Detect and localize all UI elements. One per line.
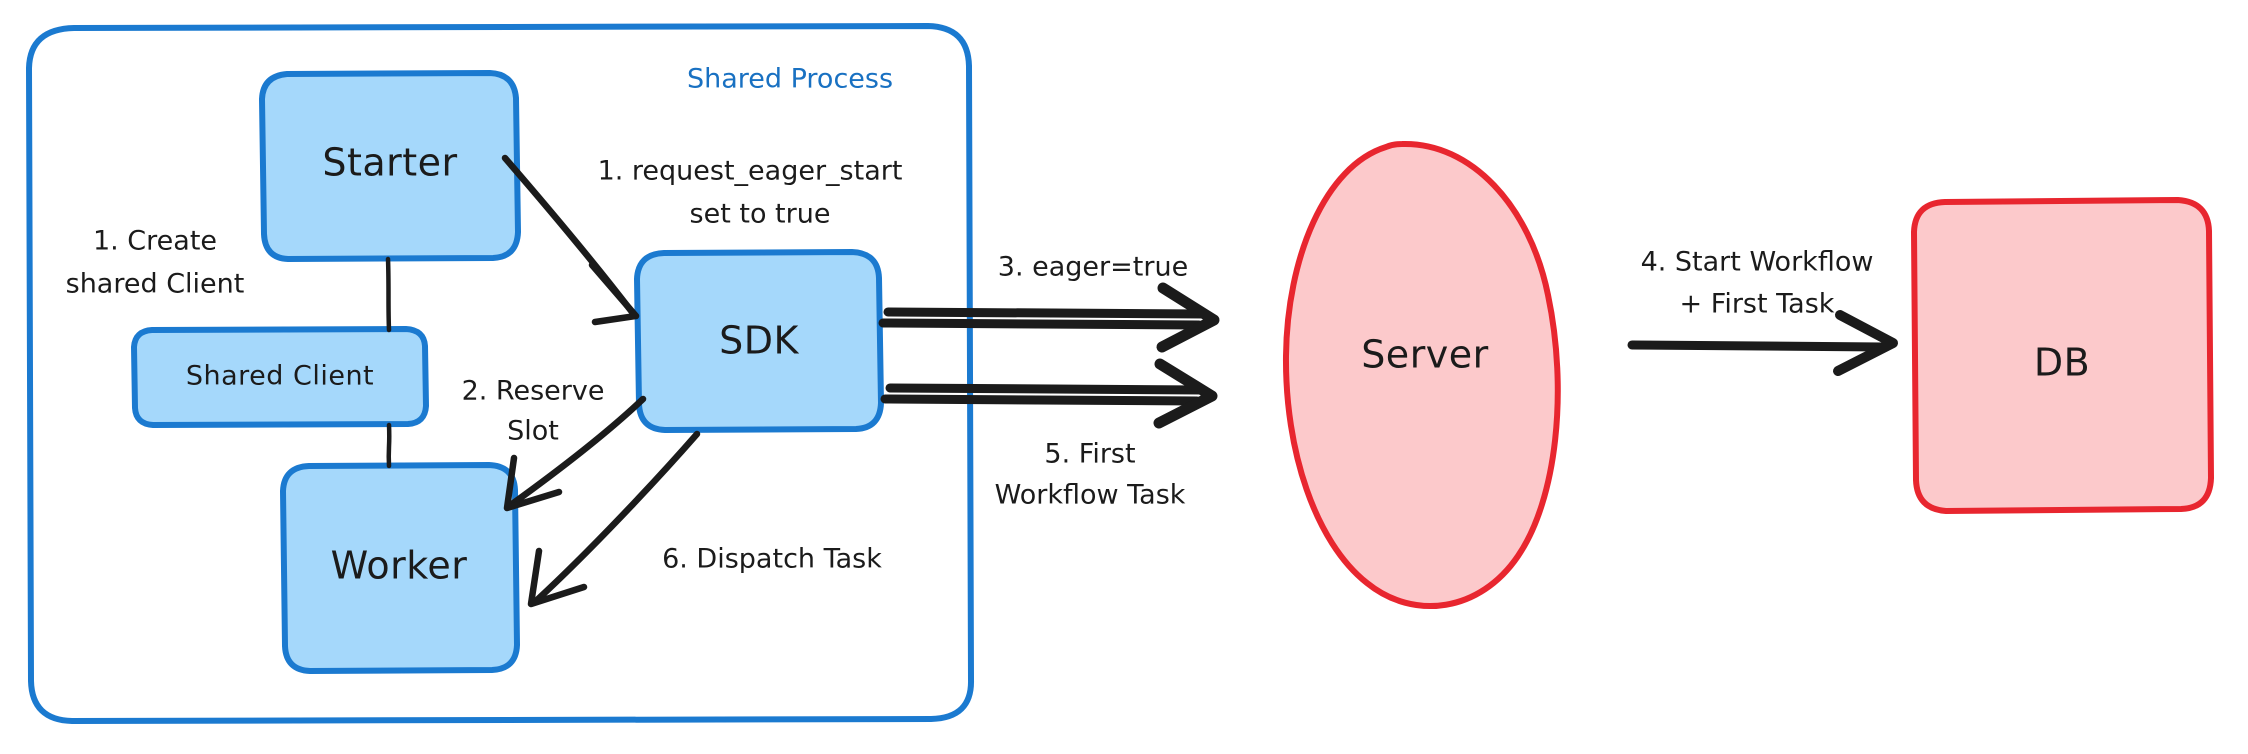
node-shared-client[interactable]: Shared Client xyxy=(131,326,429,428)
edge-dispatch-task-arrowhead xyxy=(527,547,588,608)
edge-reserve-slot-label-2: Slot xyxy=(507,416,559,447)
edge-start-workflow-arrowhead xyxy=(1833,310,1898,376)
server-shape xyxy=(1282,140,1561,609)
edge-request-eager-start-arrowhead xyxy=(588,261,640,326)
sdk-label: SDK xyxy=(719,319,799,363)
edge-create-shared-client-line-bottom xyxy=(386,422,392,469)
edge-eager-true-line-2 xyxy=(883,307,1210,319)
edge-start-workflow-line xyxy=(1627,340,1888,352)
db-label: DB xyxy=(2034,341,2090,385)
edge-first-workflow-task: 5. First Workflow Task xyxy=(880,358,1218,511)
edge-eager-true-line xyxy=(878,318,1204,330)
edge-request-eager-start: 1. request_eager_start set to true xyxy=(501,154,903,326)
edge-dispatch-task-label-1: 6. Dispatch Task xyxy=(662,544,882,575)
edge-create-shared-client-label-2: shared Client xyxy=(66,269,245,300)
edge-eager-true: 3. eager=true xyxy=(878,252,1220,353)
edge-reserve-slot-arrowhead xyxy=(503,454,563,512)
node-server[interactable]: Server xyxy=(1282,140,1561,609)
edge-first-workflow-task-label-1: 5. First xyxy=(1044,439,1135,470)
edge-dispatch-task: 6. Dispatch Task xyxy=(527,430,882,608)
edge-first-workflow-task-label-2: Workflow Task xyxy=(995,480,1186,511)
node-sdk[interactable]: SDK xyxy=(634,249,884,433)
edge-reserve-slot: 2. Reserve Slot xyxy=(462,376,647,512)
edge-first-workflow-task-line-2 xyxy=(885,383,1208,395)
edge-create-shared-client-label-1: 1. Create xyxy=(93,226,217,257)
edge-dispatch-task-line xyxy=(533,430,701,604)
worker-label: Worker xyxy=(331,544,468,588)
shared-process-group: Shared Process xyxy=(26,23,975,724)
edge-first-workflow-task-arrowhead xyxy=(1153,358,1218,429)
db-shape xyxy=(1911,197,2214,514)
edge-reserve-slot-line xyxy=(508,395,647,508)
starter-shape xyxy=(259,70,521,262)
edge-start-workflow-label-2: + First Task xyxy=(1680,289,1835,320)
starter-label: Starter xyxy=(322,141,457,185)
shared-client-label: Shared Client xyxy=(186,361,374,392)
shared-process-label: Shared Process xyxy=(687,64,893,95)
edge-eager-true-arrowhead xyxy=(1156,282,1220,353)
node-db[interactable]: DB xyxy=(1911,197,2214,514)
edge-request-eager-start-label-2: set to true xyxy=(690,199,831,230)
edge-first-workflow-task-line xyxy=(880,394,1202,406)
edge-reserve-slot-label-1: 2. Reserve xyxy=(462,376,605,407)
edge-eager-true-label: 3. eager=true xyxy=(998,252,1188,283)
edge-create-shared-client: 1. Create shared Client xyxy=(66,226,392,469)
shared-process-border xyxy=(26,23,975,724)
edge-request-eager-start-label-1: 1. request_eager_start xyxy=(598,156,903,187)
node-worker[interactable]: Worker xyxy=(280,462,520,674)
edge-start-workflow-label-1: 4. Start Workflow xyxy=(1641,247,1874,278)
node-starter[interactable]: Starter xyxy=(259,70,521,262)
server-label: Server xyxy=(1361,333,1489,377)
edge-create-shared-client-line-top xyxy=(385,256,392,333)
sdk-shape xyxy=(634,249,884,433)
shared-client-shape xyxy=(131,326,429,428)
edge-start-workflow: 4. Start Workflow + First Task xyxy=(1627,247,1898,376)
